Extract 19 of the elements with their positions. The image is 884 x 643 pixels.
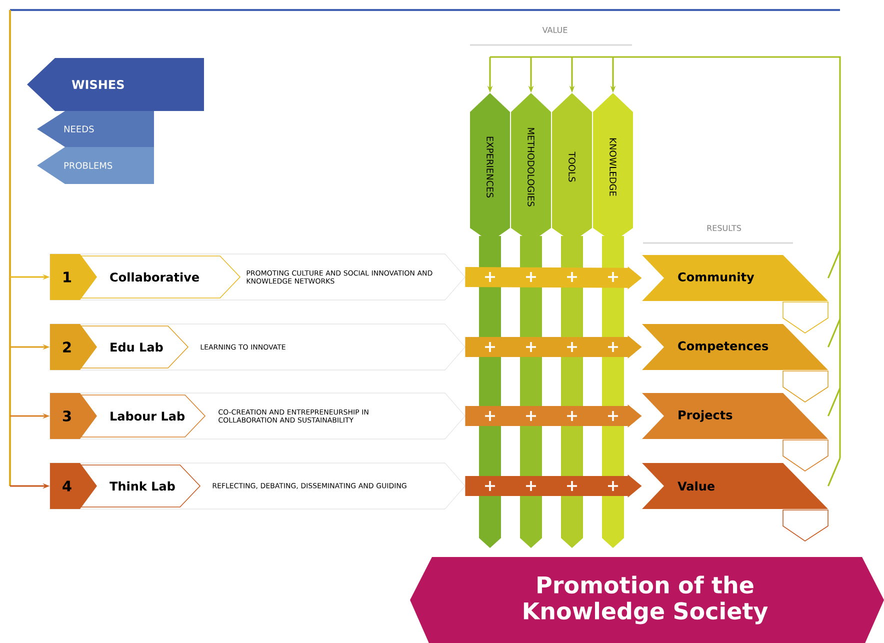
return-line <box>827 388 841 416</box>
value-column: EXPERIENCES <box>470 93 510 242</box>
return-line <box>490 56 841 458</box>
value-column: KNOWLEDGE <box>593 93 633 242</box>
result-panel: Projects <box>642 393 828 439</box>
arrow-tag: NEEDS <box>37 111 154 147</box>
arrow-tag: WISHES <box>27 58 204 111</box>
return-line <box>827 458 841 486</box>
value-column: METHODOLOGIES <box>511 93 551 242</box>
result-panel: Competences <box>642 324 828 370</box>
arrow-tag: PROBLEMS <box>37 147 154 184</box>
result-panel: Value <box>642 463 828 509</box>
value-column: TOOLS <box>552 93 592 242</box>
return-line <box>827 318 841 348</box>
section-label: VALUE <box>542 27 568 33</box>
return-line <box>827 250 841 278</box>
goal-banner: Promotion of the Knowledge Society <box>410 557 884 643</box>
result-panel: Community <box>642 255 828 301</box>
section-label: RESULTS <box>707 224 741 232</box>
